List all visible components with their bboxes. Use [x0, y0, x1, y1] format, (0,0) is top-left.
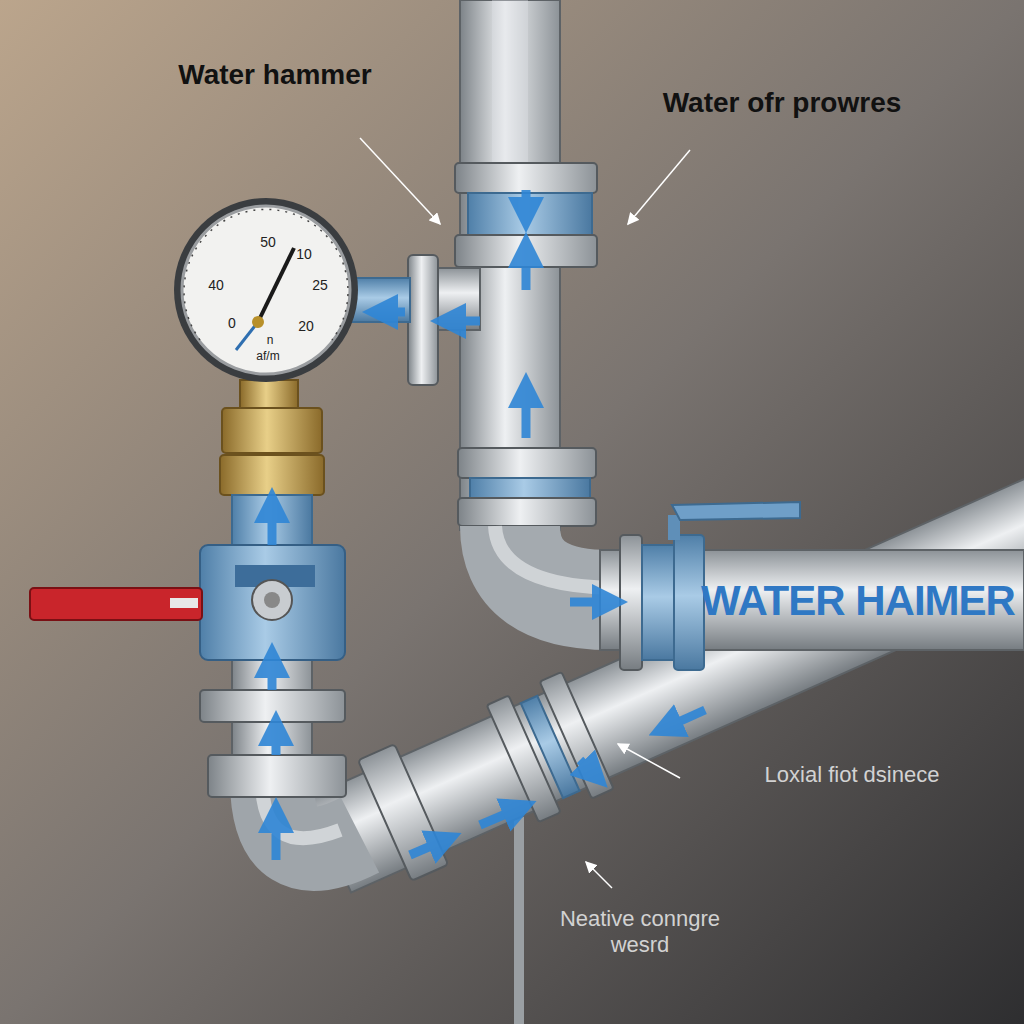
gauge-number: 20 — [293, 318, 319, 335]
gauge-unit: af/m — [243, 349, 293, 363]
pipe-label: WATER HAIMER — [698, 576, 1018, 626]
callout-label: Neative conngre wesrd — [540, 906, 740, 959]
callout-label: Loxial fiot dsinece — [702, 762, 1002, 788]
gauge-number: 25 — [307, 277, 333, 294]
gauge-number: 40 — [203, 277, 229, 294]
gauge-number: 10 — [291, 246, 317, 263]
callout-label: Water ofr prowres — [622, 86, 942, 120]
gauge-unit: n — [260, 333, 280, 347]
gauge-number: 50 — [255, 234, 281, 251]
gauge-number: 0 — [222, 315, 242, 332]
callout-label: Water hammer — [125, 58, 425, 92]
